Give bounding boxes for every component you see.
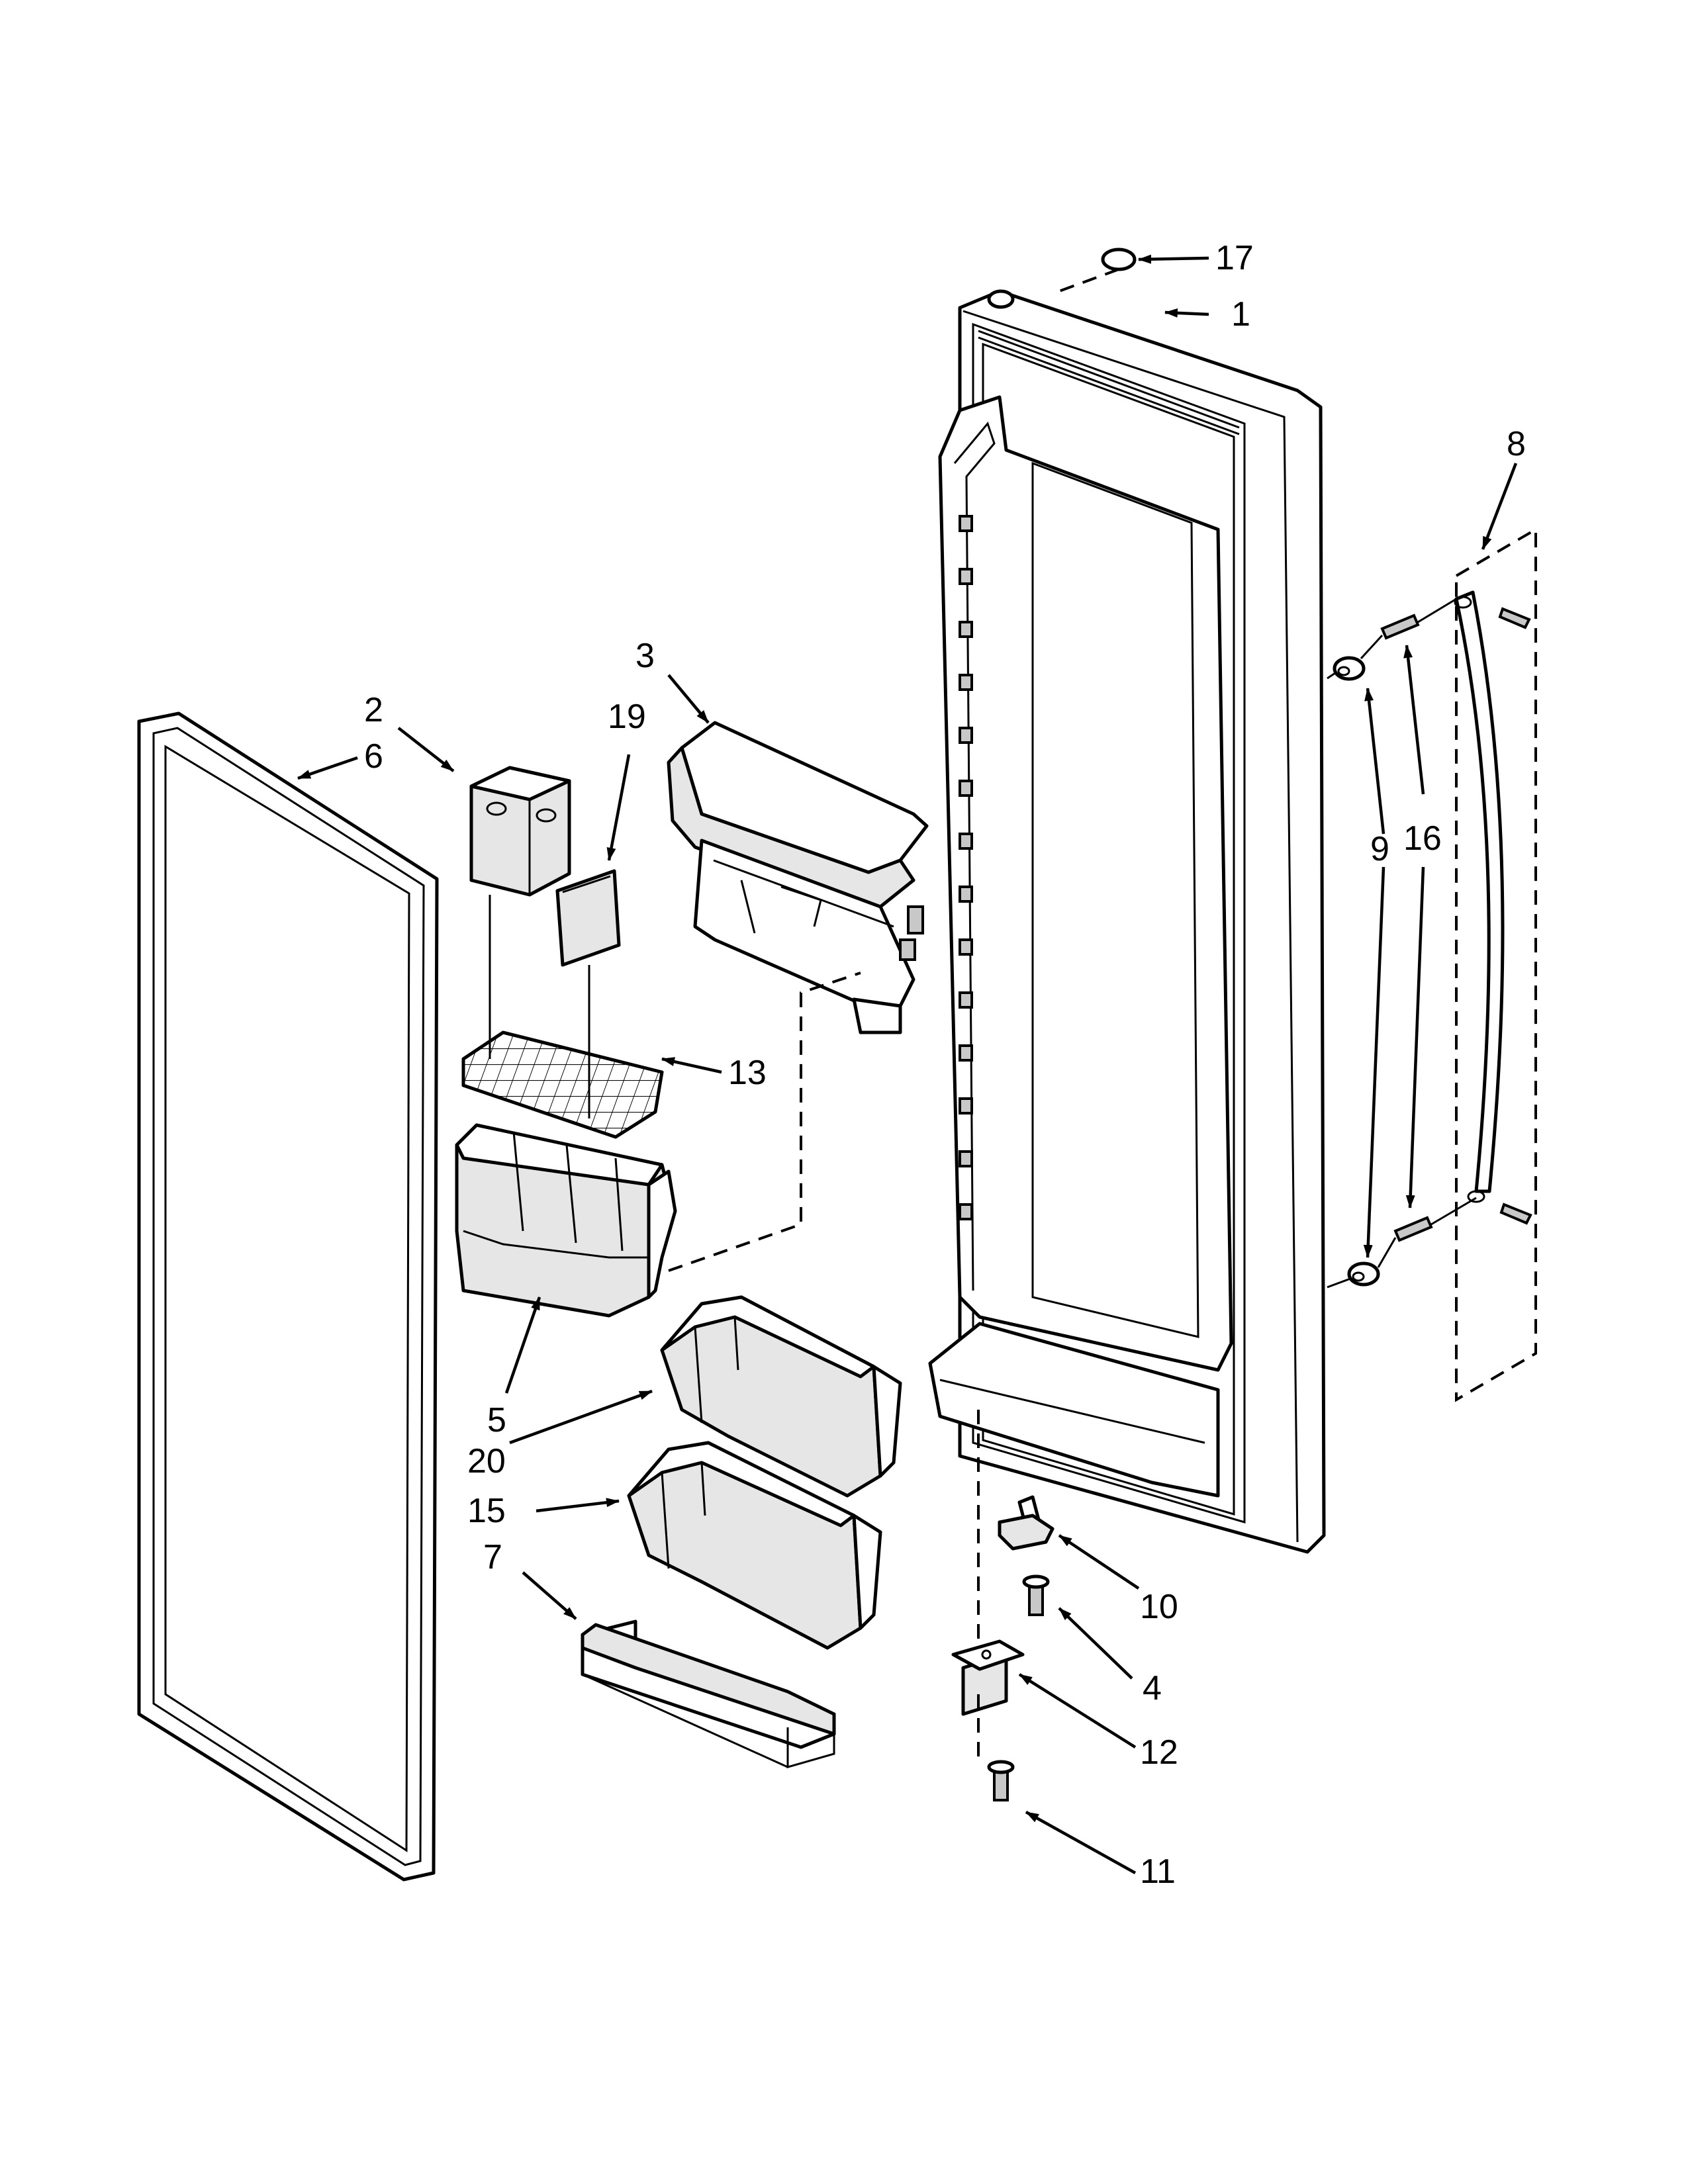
callout-6: 6 — [364, 737, 383, 776]
callout-20: 20 — [467, 1442, 506, 1480]
door-bin-part-16 — [627, 1441, 882, 1650]
cover-part-19 — [555, 869, 621, 967]
hinge-pin-part-10 — [998, 1495, 1055, 1551]
callout-9: 9 — [1370, 830, 1389, 868]
spacer-part-9 — [1333, 656, 1366, 681]
stud-part-15 — [1393, 1216, 1433, 1242]
door-shelf-clips — [959, 515, 973, 1220]
callout-10: 10 — [1140, 1588, 1178, 1626]
alignment-line — [668, 972, 861, 1272]
callout-5: 5 — [487, 1401, 506, 1439]
door-bin-part-20 — [660, 1295, 902, 1498]
callout-8: 8 — [1507, 425, 1526, 463]
screw-part-4 — [1022, 1574, 1050, 1616]
callout-3: 3 — [635, 637, 655, 675]
stud-part-15 — [1380, 614, 1420, 640]
callout-13: 13 — [728, 1054, 767, 1092]
handle-screw — [1498, 607, 1531, 629]
ice-bucket-part-2 — [469, 766, 571, 897]
door-rail-part-7 — [581, 1619, 836, 1768]
grid-shelf-part-13 — [461, 1030, 664, 1139]
door-gasket-part-6 — [137, 711, 439, 1882]
leader-lines — [297, 254, 1518, 1874]
callout-2: 2 — [364, 691, 383, 729]
alignment-line — [1058, 268, 1119, 293]
callout-7: 7 — [483, 1538, 502, 1576]
spacer-part-9 — [1347, 1261, 1380, 1287]
callout-12: 12 — [1140, 1733, 1178, 1772]
callout-4: 4 — [1143, 1669, 1162, 1707]
callout-19: 19 — [608, 698, 646, 736]
screw-part-11 — [987, 1760, 1015, 1801]
ice-bin-part-5 — [455, 1123, 677, 1318]
alignment-line — [1327, 1197, 1477, 1289]
callout-15: 16 — [1403, 819, 1442, 858]
plug-part-17 — [1101, 248, 1137, 271]
callout-11: 11 — [1140, 1852, 1176, 1891]
handle-kit-part-8 — [1454, 527, 1537, 1402]
dispenser-housing-part-3 — [667, 721, 929, 1034]
hinge-bracket-part-12 — [951, 1639, 1025, 1716]
refrigerator-door-part-1 — [928, 289, 1326, 1554]
handle-screw — [1499, 1203, 1532, 1225]
callout-1: 1 — [1231, 295, 1250, 334]
alignment-line — [1327, 598, 1457, 680]
callout-labels: 17 1 8 3 2 19 6 9 16 13 5 20 15 7 10 4 1… — [364, 239, 1526, 1891]
callout-16: 15 — [467, 1492, 506, 1530]
callout-17: 17 — [1215, 239, 1254, 277]
